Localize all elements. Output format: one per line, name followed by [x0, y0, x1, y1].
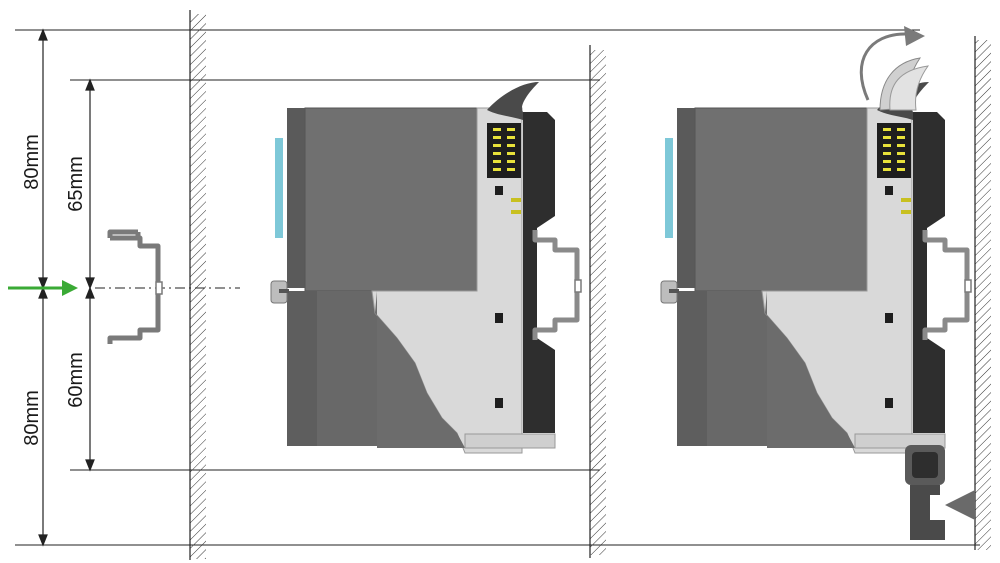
dim-label-top-outer: 80mm	[21, 134, 43, 190]
module-mounted-right	[660, 57, 975, 540]
module-mounted-left	[270, 81, 582, 454]
curved-arrow-icon	[859, 26, 925, 101]
dim-label-top-inner: 65mm	[65, 156, 87, 212]
dim-label-bottom-inner: 60mm	[65, 352, 87, 408]
rail-profile	[107, 229, 163, 344]
cable-duct	[905, 445, 975, 540]
wall-hatching	[189, 10, 991, 560]
arrow-right-icon	[8, 280, 78, 296]
dimension-lines	[38, 28, 95, 547]
reference-lines	[15, 29, 980, 546]
dim-label-bottom-outer: 80mm	[21, 390, 43, 446]
